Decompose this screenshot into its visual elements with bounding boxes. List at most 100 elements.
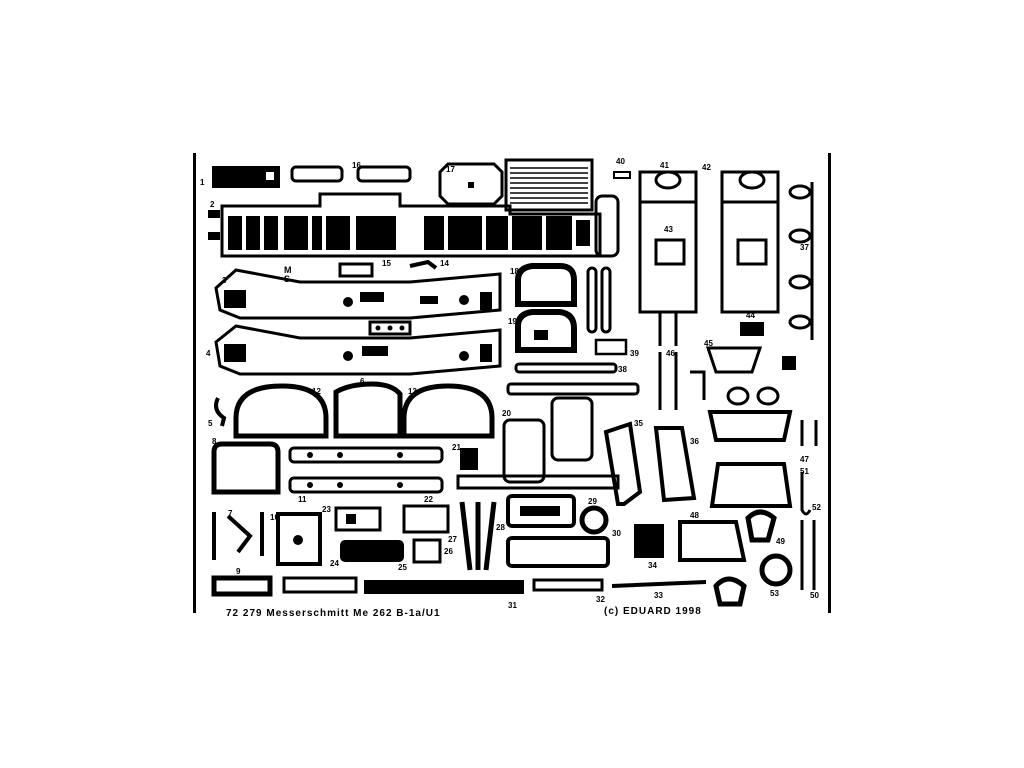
part-45-bracket [705, 346, 763, 374]
part-35-pedal [603, 421, 643, 506]
part-39-buckles [594, 338, 628, 356]
part-number-34: 34 [648, 561, 657, 570]
part-44-bracket [740, 322, 764, 336]
sheet-copyright: (c) EDUARD 1998 [604, 606, 702, 617]
part-3-side-wall [214, 268, 502, 320]
part-4-side-wall [214, 324, 502, 376]
part-number-29: 29 [588, 497, 597, 506]
part-number-7: 7 [228, 509, 233, 518]
part-16-straps [586, 266, 612, 334]
part-number-31: 31 [508, 601, 517, 610]
part-21-clip [782, 356, 796, 370]
part-number-51: 51 [800, 467, 809, 476]
part-26-buckles [412, 538, 442, 564]
part-8-seat-back [211, 441, 281, 495]
part-47-bracket [707, 410, 793, 442]
part-number-11: 11 [298, 495, 307, 504]
part-20-panel-b [550, 396, 594, 462]
part-32-strip [532, 578, 604, 592]
part-number-22: 22 [424, 495, 433, 504]
part-20-beam [506, 382, 640, 396]
part-18-grille [504, 158, 594, 212]
part-number-47: 47 [800, 455, 809, 464]
part-bottom-strip-a [282, 576, 358, 594]
part-number-53: 53 [770, 589, 779, 598]
part-number-33: 33 [654, 591, 663, 600]
part-46-clip [713, 576, 747, 607]
part-number-35: 35 [634, 419, 643, 428]
part-number-39: 39 [630, 349, 639, 358]
part-36-pedal [653, 426, 697, 503]
part-number-26: 26 [444, 547, 453, 556]
part-number-15: 15 [382, 259, 391, 268]
part-33-strip [611, 580, 707, 588]
part-19-seat [515, 309, 577, 353]
part-number-8: 8 [212, 437, 217, 446]
part-49-clip [745, 509, 777, 543]
part-number-19: 19 [508, 317, 517, 326]
part-number-17: 17 [446, 165, 455, 174]
part-50-52-levers [800, 420, 818, 590]
part-number-18: 18 [510, 267, 519, 276]
part-30-panel [506, 536, 610, 568]
part-number-36: 36 [690, 437, 699, 446]
part-number-1: 1 [200, 178, 205, 187]
part-number-30: 30 [612, 529, 621, 538]
part-7-lever [212, 512, 264, 560]
part-12-frame [233, 383, 329, 439]
part-22-panel [402, 504, 450, 534]
part-number-50: 50 [810, 591, 819, 600]
part-34-box [634, 524, 664, 558]
part-37-levers [788, 182, 814, 340]
part-23-panel [334, 506, 382, 532]
part-27-28-harness [459, 501, 497, 571]
part-20-panel [502, 418, 546, 484]
part-number-44: 44 [746, 311, 755, 320]
part-38-strip [514, 362, 618, 374]
part-number-46: 46 [666, 349, 675, 358]
part-number-16: 16 [352, 161, 361, 170]
part-41-clips [726, 386, 780, 406]
part-number-2: 2 [210, 200, 215, 209]
part-14-wire [409, 259, 438, 270]
mark-m: M [284, 265, 292, 275]
sheet-title: 72 279 Messerschmitt Me 262 B-1a/U1 [226, 608, 441, 619]
part-53-gear [759, 553, 793, 587]
part-31-bottom-strip [364, 580, 524, 594]
part-number-14: 14 [440, 259, 449, 268]
part-21-pedal [460, 448, 478, 470]
part-number-4: 4 [206, 349, 211, 358]
part-number-32: 32 [596, 595, 605, 604]
part-number-25: 25 [398, 563, 407, 572]
part-13-frame [401, 383, 495, 439]
part-number-49: 49 [776, 537, 785, 546]
part-number-43: 43 [664, 225, 673, 234]
part-46-wire [658, 352, 706, 410]
part-9-clip [211, 575, 273, 597]
part-39-dial [579, 505, 609, 535]
part-17-panel [438, 162, 504, 206]
part-41-43-pedal-frame-left [638, 170, 698, 346]
part-number-24: 24 [330, 559, 339, 568]
part-40-tag [613, 171, 631, 179]
part-number-48: 48 [690, 511, 699, 520]
part-number-42: 42 [702, 163, 711, 172]
part-16-strips [290, 165, 412, 183]
part-number-28: 28 [496, 523, 505, 532]
part-10-box [276, 512, 322, 566]
part-number-10: 10 [270, 513, 279, 522]
part-6-seat-back [333, 381, 403, 439]
part-41-43-pedal-frame-right [720, 170, 780, 314]
part-24-25-grille [340, 540, 404, 562]
part-number-45: 45 [704, 339, 713, 348]
part-number-3: 3 [222, 276, 227, 285]
part-number-38: 38 [618, 365, 627, 374]
part-number-27: 27 [448, 535, 457, 544]
part-number-37: 37 [800, 243, 809, 252]
fret-right-edge [828, 153, 831, 613]
part-number-5: 5 [208, 419, 213, 428]
mark-s: S [284, 274, 291, 284]
part-number-40: 40 [616, 157, 625, 166]
part-number-13: 13 [408, 387, 417, 396]
part-47-bracket-b [709, 462, 793, 508]
